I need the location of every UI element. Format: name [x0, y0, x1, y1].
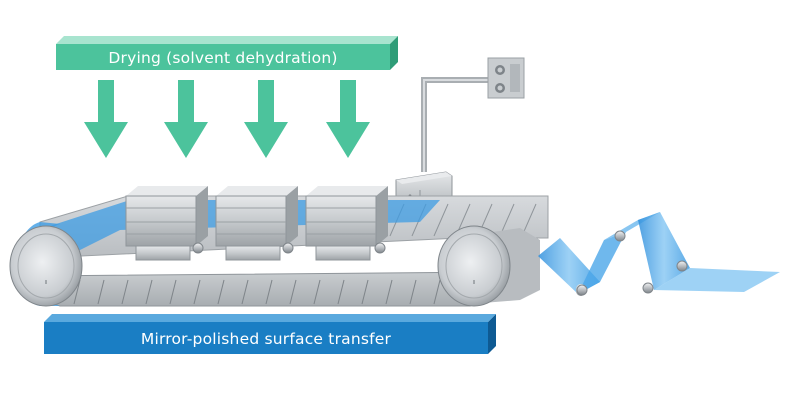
- down-arrow-icon: [164, 80, 208, 158]
- right-drum: [437, 225, 540, 307]
- down-arrow-icon: [244, 80, 288, 158]
- transfer-banner: Mirror-polished surface transfer: [44, 314, 496, 354]
- guide-roller-1: [576, 284, 588, 296]
- drying-banner: Drying (solvent dehydration): [56, 36, 398, 70]
- drying-unit-3: [305, 186, 388, 261]
- guide-roller-2: [614, 230, 626, 242]
- transfer-label: Mirror-polished surface transfer: [141, 330, 392, 348]
- guide-roller-3: [642, 282, 654, 294]
- drying-arrows: [84, 80, 370, 158]
- guide-roller-4: [676, 260, 688, 272]
- down-arrow-icon: [326, 80, 370, 158]
- drying-label: Drying (solvent dehydration): [108, 49, 337, 67]
- drying-unit-2: [215, 186, 298, 261]
- drying-unit-1: [125, 186, 208, 261]
- down-arrow-icon: [84, 80, 128, 158]
- casting-die: [395, 57, 525, 217]
- left-drum: [9, 222, 83, 307]
- peeled-film: [538, 212, 780, 296]
